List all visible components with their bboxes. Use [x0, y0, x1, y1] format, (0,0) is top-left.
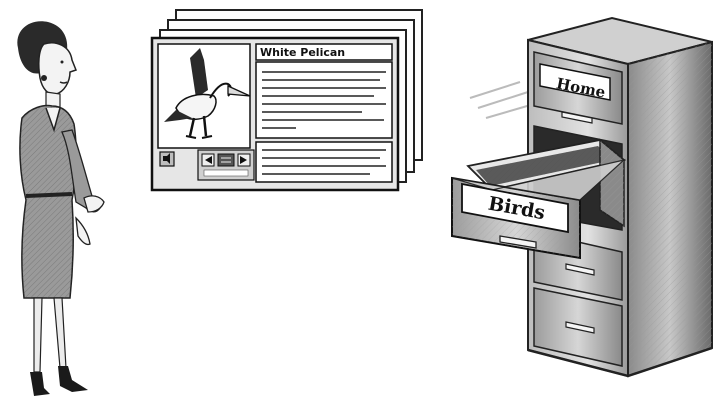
notes-panel	[256, 142, 392, 182]
next-button[interactable]	[238, 154, 250, 166]
previous-button[interactable]	[202, 154, 214, 166]
filing-cabinet: Home Birds	[452, 18, 712, 376]
control-caption	[204, 170, 248, 176]
motion-lines	[470, 82, 534, 118]
woman-figure	[17, 21, 104, 396]
record-card-stack: White Pelican	[152, 10, 422, 190]
home-button[interactable]	[218, 154, 234, 166]
description-panel	[256, 62, 392, 138]
card-title: White Pelican	[260, 46, 345, 59]
